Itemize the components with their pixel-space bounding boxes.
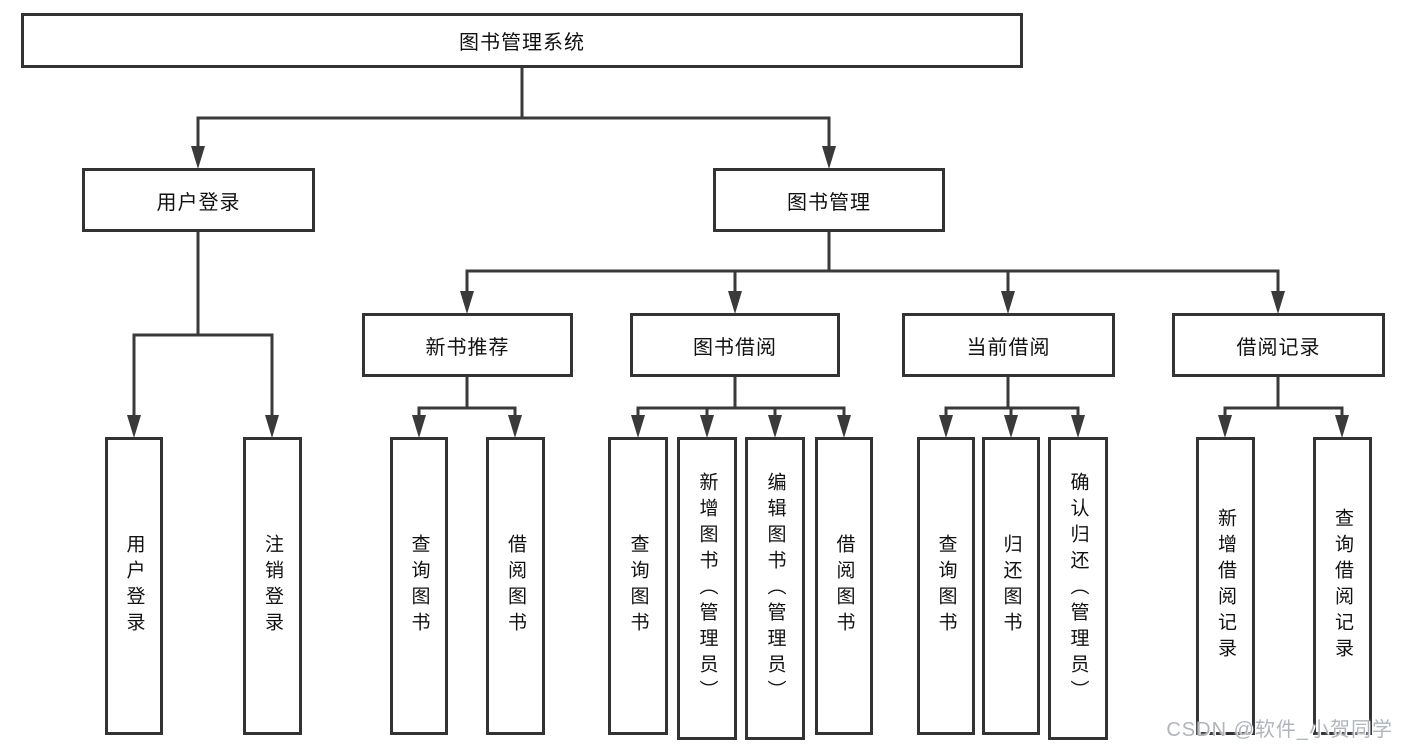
leaf-return-books: 归还图书 [982,437,1040,735]
leaf-label: 查询图书 [935,534,957,638]
leaf-label: 编辑图书（管理员） [764,471,786,706]
leaf-label: 借阅图书 [505,534,526,638]
node-book-borrow: 图书借阅 [630,313,840,377]
leaf-add-borrow-record: 新增借阅记录 [1196,437,1255,735]
leaf-label: 新增借阅记录 [1215,508,1236,664]
leaf-edit-books-admin: 编辑图书（管理员） [745,437,805,740]
leaf-label: 确认归还（管理员） [1067,471,1089,706]
connector-borrowrecords-group [1218,377,1349,438]
csdn-watermark: CSDN @软件_小贺同学 [1166,719,1393,741]
node-new-book-recommend: 新书推荐 [362,313,573,377]
connector-newbook-group [412,377,522,438]
leaf-borrow-books: 借阅图书 [815,437,873,735]
leaf-label: 查询图书 [627,534,649,638]
leaf-add-books-admin: 新增图书（管理员） [677,437,737,740]
leaf-label: 归还图书 [1000,534,1022,638]
node-user-login: 用户登录 [82,168,315,232]
leaf-query-books-borrow: 查询图书 [608,437,668,735]
leaf-query-borrow-record: 查询借阅记录 [1313,437,1372,735]
leaf-label: 借阅图书 [833,534,855,638]
leaf-label: 注销登录 [262,534,283,638]
leaf-query-books-current: 查询图书 [917,437,975,735]
leaf-label: 查询借阅记录 [1332,508,1353,664]
leaf-label: 新增图书（管理员） [696,471,718,706]
node-current-borrow: 当前借阅 [902,313,1115,377]
connector-bookmgmt-to-level3 [460,232,1285,314]
connector-currentborrow-group [939,377,1085,438]
leaf-label: 查询图书 [408,534,430,638]
connector-userlogin-group [127,232,279,438]
leaf-logout: 注销登录 [243,437,302,735]
leaf-label: 用户登录 [123,534,145,638]
node-root-system: 图书管理系统 [21,13,1023,68]
node-borrow-records: 借阅记录 [1172,313,1385,377]
leaf-confirm-return-admin: 确认归还（管理员） [1048,437,1108,740]
leaf-borrow-books-recommend: 借阅图书 [486,437,545,735]
connector-root-to-level2 [191,68,836,169]
leaf-query-books-recommend: 查询图书 [390,437,448,735]
connector-bookborrow-group [631,377,851,438]
node-book-management: 图书管理 [713,168,945,232]
leaf-user-login: 用户登录 [105,437,163,735]
